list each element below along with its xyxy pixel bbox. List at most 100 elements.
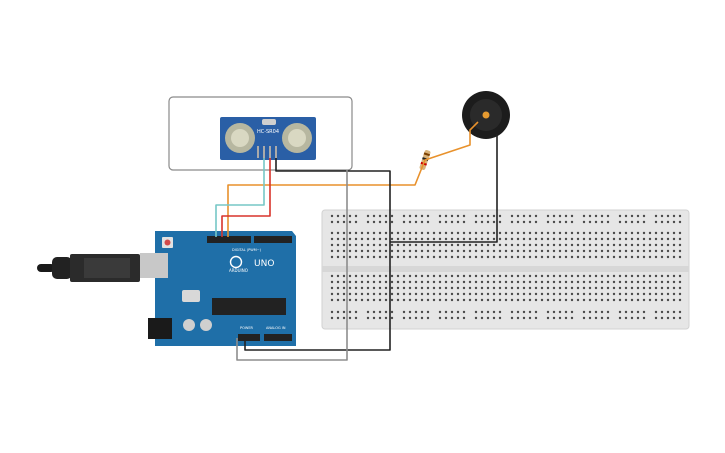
breadboard-hole[interactable] [486,214,490,218]
breadboard-hole[interactable] [654,255,658,259]
breadboard-hole[interactable] [336,280,340,284]
breadboard-hole[interactable] [462,243,466,247]
breadboard-hole[interactable] [606,280,610,284]
breadboard-hole[interactable] [384,310,388,314]
breadboard-hole[interactable] [468,274,472,278]
breadboard-hole[interactable] [672,286,676,290]
breadboard-hole[interactable] [396,243,400,247]
breadboard-hole[interactable] [474,243,478,247]
breadboard-hole[interactable] [354,255,358,259]
breadboard-hole[interactable] [552,220,556,224]
breadboard-hole[interactable] [336,310,340,314]
breadboard-hole[interactable] [570,298,574,302]
breadboard-hole[interactable] [534,280,538,284]
breadboard-hole[interactable] [600,237,604,241]
breadboard-hole[interactable] [336,292,340,296]
breadboard-hole[interactable] [630,255,634,259]
breadboard-hole[interactable] [582,298,586,302]
breadboard-hole[interactable] [360,237,364,241]
breadboard-hole[interactable] [390,255,394,259]
breadboard-hole[interactable] [636,274,640,278]
breadboard-hole[interactable] [552,274,556,278]
breadboard-hole[interactable] [528,214,532,218]
breadboard-hole[interactable] [630,286,634,290]
breadboard-hole[interactable] [618,274,622,278]
breadboard-hole[interactable] [660,274,664,278]
breadboard-hole[interactable] [468,280,472,284]
breadboard-hole[interactable] [378,286,382,290]
breadboard-hole[interactable] [504,237,508,241]
breadboard-hole[interactable] [480,220,484,224]
breadboard-hole[interactable] [528,237,532,241]
breadboard-hole[interactable] [516,255,520,259]
breadboard-hole[interactable] [330,255,334,259]
breadboard-hole[interactable] [546,292,550,296]
breadboard-hole[interactable] [456,280,460,284]
breadboard-hole[interactable] [426,286,430,290]
breadboard-hole[interactable] [408,286,412,290]
breadboard-hole[interactable] [396,292,400,296]
breadboard-hole[interactable] [594,255,598,259]
breadboard-hole[interactable] [564,274,568,278]
breadboard-hole[interactable] [612,286,616,290]
breadboard-hole[interactable] [450,286,454,290]
breadboard-hole[interactable] [402,220,406,224]
breadboard-hole[interactable] [492,243,496,247]
breadboard-hole[interactable] [570,286,574,290]
breadboard-hole[interactable] [654,292,658,296]
breadboard-hole[interactable] [378,316,382,320]
breadboard-hole[interactable] [546,249,550,253]
breadboard-hole[interactable] [516,243,520,247]
breadboard-hole[interactable] [366,310,370,314]
wire-orange-signal[interactable] [227,121,479,237]
breadboard-hole[interactable] [402,292,406,296]
breadboard-hole[interactable] [678,286,682,290]
breadboard-hole[interactable] [588,316,592,320]
breadboard-hole[interactable] [594,231,598,235]
breadboard-hole[interactable] [426,292,430,296]
breadboard-hole[interactable] [582,220,586,224]
breadboard-hole[interactable] [558,310,562,314]
breadboard-hole[interactable] [636,249,640,253]
breadboard-hole[interactable] [624,255,628,259]
breadboard-hole[interactable] [456,298,460,302]
breadboard-hole[interactable] [618,249,622,253]
breadboard-hole[interactable] [348,292,352,296]
breadboard-hole[interactable] [330,280,334,284]
breadboard-hole[interactable] [582,286,586,290]
breadboard-hole[interactable] [618,316,622,320]
breadboard-hole[interactable] [450,316,454,320]
breadboard-hole[interactable] [432,286,436,290]
breadboard-hole[interactable] [552,280,556,284]
breadboard-hole[interactable] [522,214,526,218]
breadboard-hole[interactable] [474,316,478,320]
breadboard-hole[interactable] [462,310,466,314]
breadboard-hole[interactable] [516,231,520,235]
breadboard-hole[interactable] [384,214,388,218]
breadboard-hole[interactable] [546,231,550,235]
breadboard-hole[interactable] [546,237,550,241]
breadboard-hole[interactable] [576,298,580,302]
breadboard-hole[interactable] [414,214,418,218]
breadboard-hole[interactable] [582,274,586,278]
breadboard-hole[interactable] [654,243,658,247]
breadboard-hole[interactable] [660,255,664,259]
breadboard-hole[interactable] [498,249,502,253]
breadboard-hole[interactable] [354,316,358,320]
breadboard-hole[interactable] [462,316,466,320]
breadboard-hole[interactable] [630,310,634,314]
breadboard-hole[interactable] [528,249,532,253]
breadboard-hole[interactable] [600,243,604,247]
breadboard-hole[interactable] [462,231,466,235]
breadboard-hole[interactable] [672,249,676,253]
breadboard-hole[interactable] [462,280,466,284]
breadboard-hole[interactable] [552,237,556,241]
breadboard-hole[interactable] [630,292,634,296]
breadboard-hole[interactable] [408,243,412,247]
breadboard-hole[interactable] [528,243,532,247]
breadboard-hole[interactable] [666,292,670,296]
breadboard-hole[interactable] [498,286,502,290]
breadboard-hole[interactable] [588,220,592,224]
breadboard-hole[interactable] [534,231,538,235]
breadboard-hole[interactable] [636,280,640,284]
